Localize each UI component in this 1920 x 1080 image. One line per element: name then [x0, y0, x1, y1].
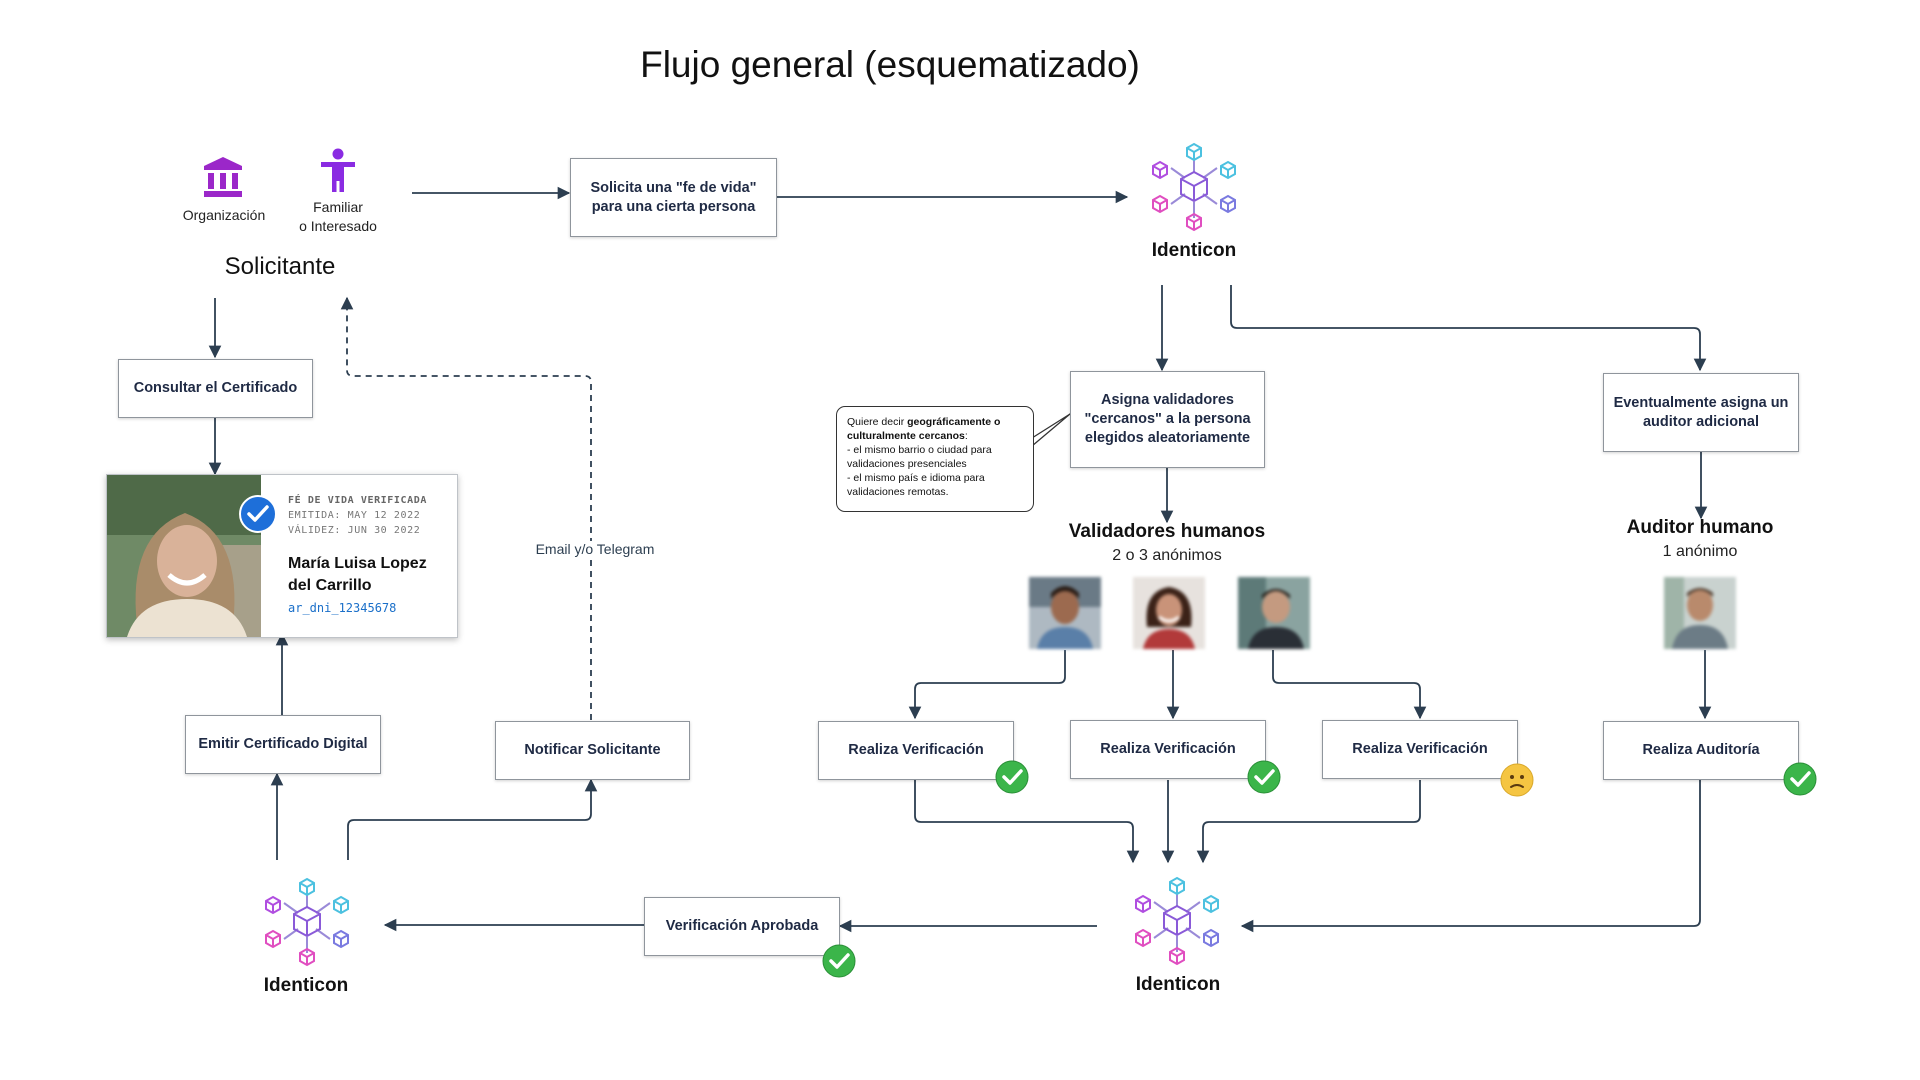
eventualmente-box: Eventualmente asigna un auditor adiciona… — [1603, 373, 1799, 452]
certificate-card: FÉ DE VIDA VERIFICADA EMITIDA: MAY 12 20… — [106, 474, 458, 638]
verified-badge-icon — [239, 495, 277, 533]
certificate-emitida: EMITIDA: MAY 12 2022 — [288, 510, 421, 521]
certificate-name: María Luisa Lopez del Carrillo — [288, 555, 427, 594]
check-icon-realiza-1 — [995, 760, 1029, 794]
arrow-identicon-to-eventualmente — [1230, 285, 1707, 372]
certificate-validez: VÁLIDEZ: JUN 30 2022 — [288, 525, 421, 536]
validator-photo-2 — [1133, 577, 1205, 649]
realiza-verificacion-2-box: Realiza Verificación — [1070, 720, 1266, 779]
auditor-photo — [1664, 577, 1736, 649]
familiar-label-line1: Familiar — [313, 199, 363, 215]
arrow-validator3-to-realiza3 — [1272, 650, 1427, 720]
solicita-box: Solicita una "fe de vida" para una ciert… — [570, 158, 777, 237]
arrow-auditoria-to-identicon — [1240, 780, 1701, 933]
identicon-logo-top — [1152, 142, 1236, 232]
check-icon-auditoria — [1783, 762, 1817, 796]
validadores-heading: Validadores humanos — [1068, 521, 1266, 542]
auditor-subheading: 1 anónimo — [1662, 543, 1738, 560]
arrow-identicon-to-notificar — [347, 778, 598, 860]
identicon-logo-bottom-left — [265, 877, 349, 967]
asigna-box: Asigna validadores "cercanos" a la perso… — [1070, 371, 1265, 468]
arrow-validator1-to-realiza1 — [908, 650, 1066, 720]
neutral-face-icon-realiza-3 — [1500, 763, 1534, 797]
certificate-dni: ar_dni_12345678 — [288, 601, 397, 615]
check-icon-aprobada — [822, 944, 856, 978]
consultar-box: Consultar el Certificado — [118, 359, 313, 418]
certificate-photo — [107, 475, 261, 637]
identicon-logo-bottom-right — [1135, 876, 1219, 966]
arrow-notificar-to-solicitante-dashed — [340, 296, 592, 720]
identicon-label-bottom-right: Identicon — [1135, 974, 1221, 995]
arrow-realiza1-to-identicon — [914, 780, 1140, 864]
diagram-title: Flujo general (esquematizado) — [640, 44, 1140, 85]
person-icon — [321, 148, 355, 192]
familiar-label: Familiar o Interesado — [286, 198, 390, 236]
identicon-label-top: Identicon — [1151, 240, 1237, 261]
verificacion-aprobada-box: Verificación Aprobada — [644, 897, 840, 956]
certificate-header: FÉ DE VIDA VERIFICADA — [288, 495, 428, 506]
check-icon-realiza-2 — [1247, 760, 1281, 794]
arrow-realiza3-to-identicon — [1196, 780, 1421, 864]
validator-photo-3 — [1238, 577, 1310, 649]
validator-photo-1 — [1029, 577, 1101, 649]
validadores-subheading: 2 o 3 anónimos — [1112, 547, 1222, 564]
familiar-label-line2: o Interesado — [299, 218, 377, 234]
organization-label: Organización — [182, 207, 266, 223]
emitir-certificado-box: Emitir Certificado Digital — [185, 715, 381, 774]
realiza-auditoria-box: Realiza Auditoría — [1603, 721, 1799, 780]
organization-icon — [204, 157, 242, 197]
realiza-verificacion-1-box: Realiza Verificación — [818, 721, 1014, 780]
notificar-solicitante-box: Notificar Solicitante — [495, 721, 690, 780]
callout-pointer — [1031, 413, 1071, 447]
email-telegram-label: Email y/o Telegram — [520, 541, 670, 557]
realiza-verificacion-3-box: Realiza Verificación — [1322, 720, 1518, 779]
cercanos-callout: Quiere decir geográficamente o culturalm… — [836, 406, 1034, 512]
solicitante-heading: Solicitante — [224, 253, 336, 280]
auditor-heading: Auditor humano — [1626, 517, 1774, 538]
identicon-label-bottom-left: Identicon — [263, 975, 349, 996]
